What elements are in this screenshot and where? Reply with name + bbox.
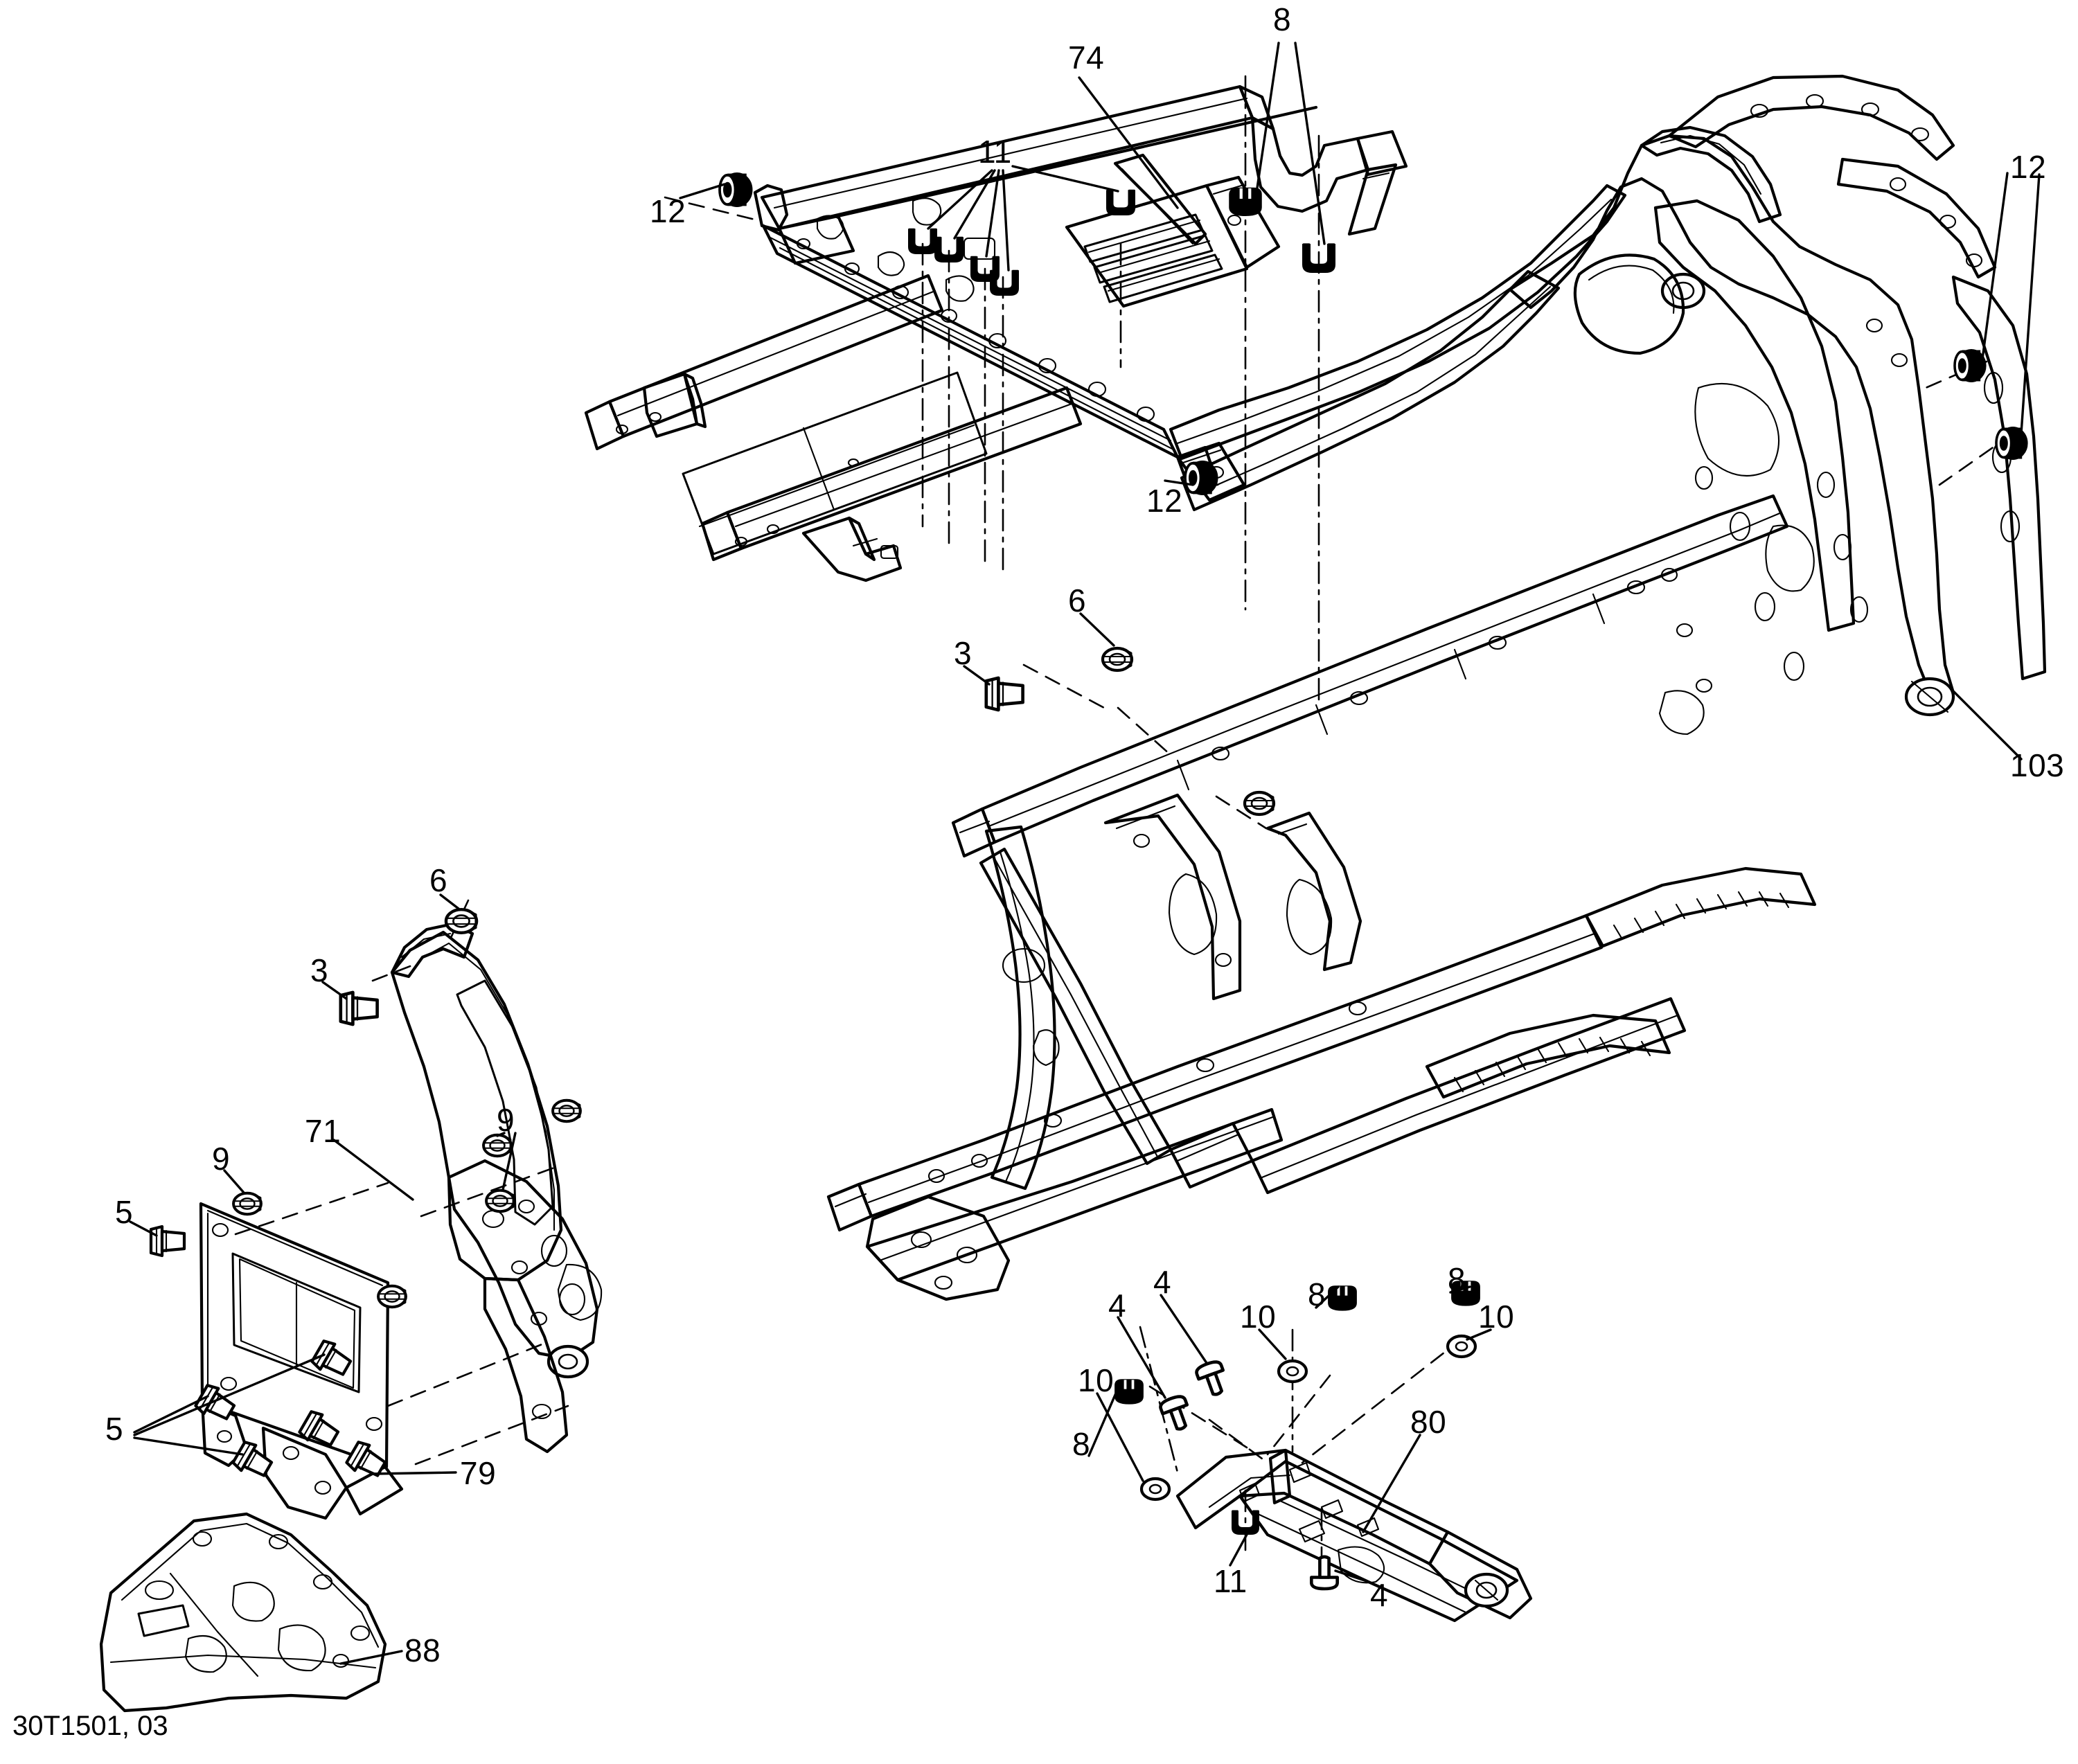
callout-88-bracket: 88 <box>405 1632 441 1668</box>
part-80-slide-rail <box>1175 1448 1533 1623</box>
callout-80-slide-rail: 80 <box>1410 1404 1447 1440</box>
callout-79-panel: 79 <box>460 1455 497 1491</box>
callout-9-left-nut: 9 <box>212 1141 231 1177</box>
callout-6-mid-nut: 6 <box>1068 582 1087 618</box>
callout-71-support: 71 <box>305 1113 341 1149</box>
fastener-5-instances <box>151 1227 389 1481</box>
callout-8-bottom-right-nut: 8 <box>1448 1261 1466 1297</box>
callout-5-bottom-bolts: 5 <box>105 1411 124 1447</box>
fastener-6-instances <box>446 648 1274 933</box>
callout-12-right-frame: 12 <box>2010 149 2047 185</box>
callout-4-bottom-rivet: 4 <box>1370 1577 1389 1613</box>
assembly-axis-lines <box>234 75 2014 1572</box>
callout-3-mid-bolt: 3 <box>954 635 973 671</box>
drawing-code: 30T1501, 03 <box>12 1711 168 1741</box>
callout-9-right-nuts: 9 <box>497 1102 515 1138</box>
callout-6-low-nut: 6 <box>429 862 448 898</box>
callout-3-low-bolt: 3 <box>310 952 329 988</box>
callout-8-bottom-left-nut: 8 <box>1308 1276 1326 1312</box>
callout-8-top-rear: 8 <box>1273 1 1292 37</box>
callout-8-lower-nut: 8 <box>1072 1426 1091 1462</box>
fastener-8-instances <box>1114 188 1481 1405</box>
leader-lines <box>129 42 2041 1665</box>
part-88-lower-bracket <box>99 1512 387 1713</box>
callout-12-left-rear: 12 <box>650 193 686 229</box>
callout-12-mid-rear: 12 <box>1146 483 1183 519</box>
callout-5-top-bolt: 5 <box>115 1194 134 1230</box>
callout-103-main-frame: 103 <box>2010 747 2065 783</box>
part-103-main-frame-assembly <box>826 74 2047 1301</box>
callout-10-lower-washer: 10 <box>1078 1362 1115 1398</box>
callout-11-bottom-clip: 11 <box>1214 1563 1247 1599</box>
callout-10-upper-washer: 10 <box>1240 1299 1277 1335</box>
callout-4-mid-rivet: 4 <box>1153 1264 1172 1300</box>
part-74-rear-frame-assembly <box>584 84 1408 582</box>
callout-10-right-washer: 10 <box>1478 1299 1515 1335</box>
fastener-3-instances <box>341 678 1023 1024</box>
callout-11-rear-nuts: 11 <box>978 134 1012 170</box>
fastener-11-instances <box>907 189 1260 1535</box>
callout-4-left-rivet: 4 <box>1108 1288 1127 1324</box>
part-71-side-support-bracket <box>390 922 603 1454</box>
callout-74-rear-frame: 74 <box>1068 39 1105 75</box>
